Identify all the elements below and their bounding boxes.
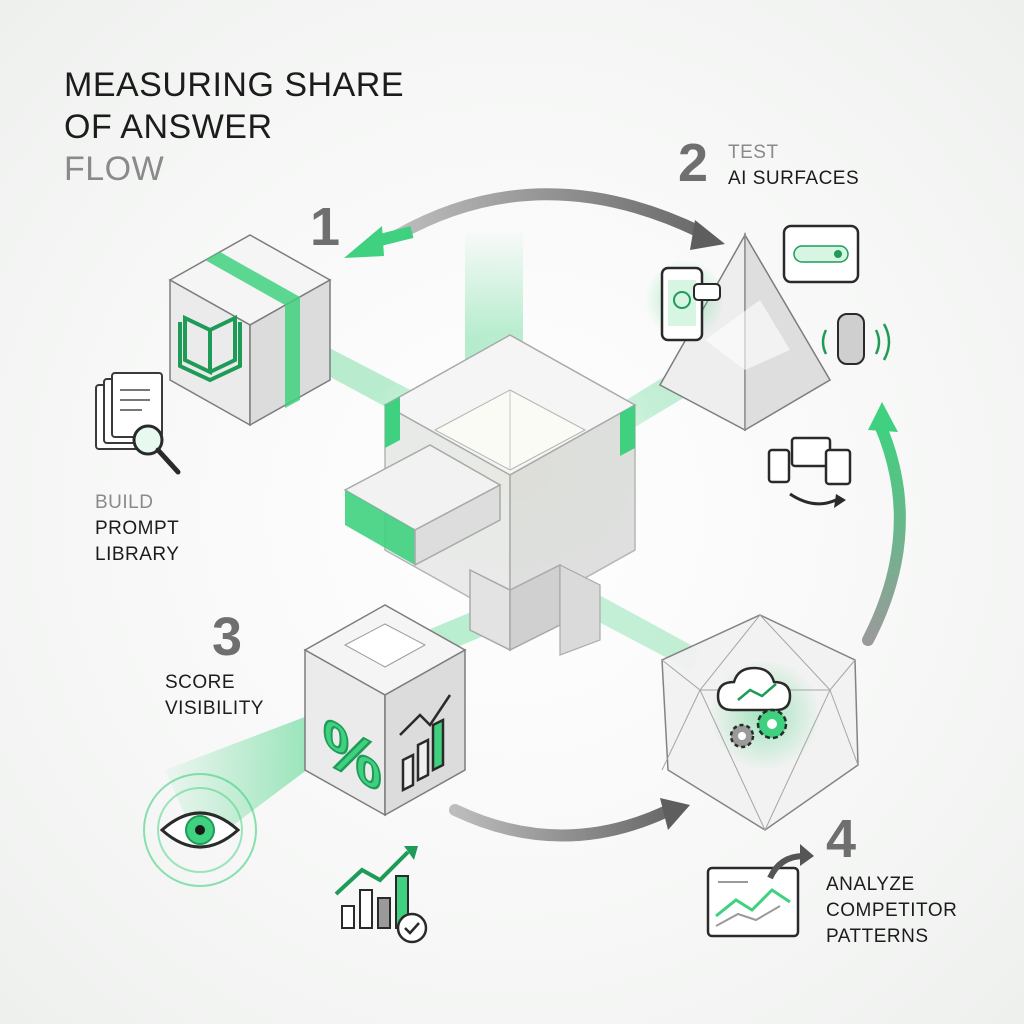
- document-search-icon: [95, 372, 181, 475]
- arrow-3-to-4: [449, 804, 671, 842]
- title-line-3: FLOW: [64, 150, 165, 188]
- step-2-label-line-1: TEST: [728, 142, 779, 163]
- book-icon: [178, 314, 242, 383]
- arrow-1-to-2: [392, 188, 706, 241]
- devices-icon: [767, 436, 852, 508]
- gears-icon: [729, 708, 788, 749]
- step-2-number: 2: [678, 133, 709, 193]
- arrow-head-to-step-1: [344, 226, 384, 258]
- central-crystal-structure: [343, 330, 675, 656]
- title-line-2: OF ANSWER: [64, 108, 273, 146]
- arrow-4-to-1-head: [378, 226, 414, 246]
- title-line-1: MEASURING SHARE: [64, 66, 404, 104]
- step-4-label-line-2: COMPETITOR: [826, 900, 958, 921]
- line-chart-card-icon: [706, 844, 814, 938]
- step-3-label-line-1: SCORE: [165, 672, 236, 693]
- smart-speaker-icon: [821, 313, 891, 365]
- step-4-number: 4: [826, 809, 857, 869]
- step-3-number: 3: [212, 607, 243, 667]
- chatbot-phone-icon: [645, 260, 725, 342]
- step-1-label-line-3: LIBRARY: [95, 544, 180, 565]
- step-1-number: 1: [310, 197, 341, 257]
- step-2-label-line-2: AI SURFACES: [728, 168, 860, 189]
- tablet-icon: [782, 224, 860, 284]
- flow-arrows: [344, 188, 906, 842]
- eye-target-icon: [143, 773, 257, 887]
- step-3-label-line-2: VISIBILITY: [165, 698, 264, 719]
- step-1-label: BUILD PROMPT LIBRARY: [95, 490, 179, 568]
- step-4-polyhedron: [661, 614, 859, 832]
- step-3-cube: %: [303, 604, 467, 817]
- step-1-label-line-1: BUILD: [95, 492, 154, 513]
- step-2-label: TEST AI SURFACES: [728, 140, 859, 192]
- step-1-label-line-2: PROMPT: [95, 518, 180, 539]
- step-4-label: ANALYZE COMPETITOR PATTERNS: [826, 872, 957, 950]
- bar-chart-icon: [399, 694, 452, 793]
- arrow-4-to-2: [862, 419, 906, 646]
- step-4-label-line-3: PATTERNS: [826, 926, 929, 947]
- step-4-label-line-1: ANALYZE: [826, 874, 915, 895]
- step-3-label: SCORE VISIBILITY: [165, 670, 264, 722]
- diagram-title: MEASURING SHARE OF ANSWER FLOW: [64, 64, 404, 190]
- growth-chart-icon: [334, 846, 428, 944]
- step-1-cube: [168, 234, 332, 427]
- cloud-analytics-icon: [716, 666, 792, 712]
